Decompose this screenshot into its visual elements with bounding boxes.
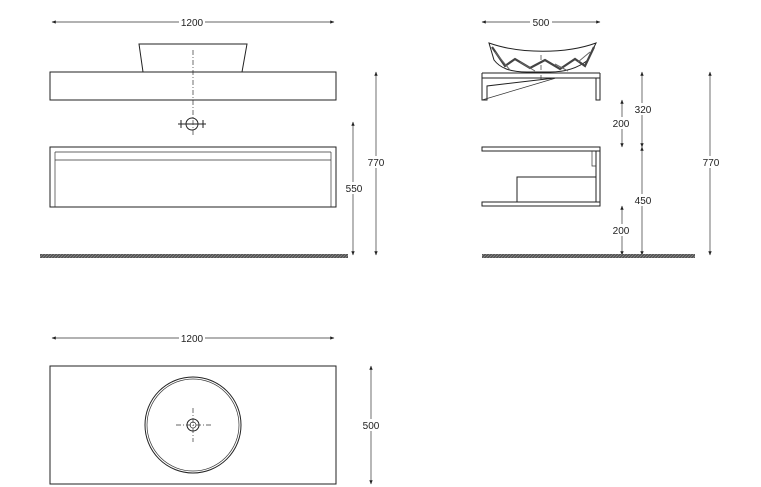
- top-countertop: [49, 365, 337, 485]
- side-basin-section: [488, 42, 597, 73]
- front-cabinet-height-label: 550: [346, 184, 363, 195]
- top-view: 1200 500: [49, 332, 382, 485]
- side-view: 500 320 200 450: [481, 16, 722, 258]
- side-waste-height-label: 200: [613, 119, 630, 130]
- front-view: 1200 550 770: [40, 16, 386, 258]
- side-wall-bracket: [481, 73, 556, 101]
- top-depth-label: 500: [363, 421, 380, 432]
- front-width-label: 1200: [181, 18, 204, 29]
- front-cabinet: [49, 146, 337, 208]
- waste-fitting-icon: [178, 117, 206, 131]
- side-total-height-label: 770: [703, 158, 720, 169]
- side-depth-label: 500: [533, 18, 550, 29]
- side-gap-label: 320: [635, 105, 652, 116]
- side-top-panel: [481, 146, 601, 152]
- side-drawer-box: [516, 176, 597, 203]
- top-basin-inner: [146, 378, 240, 472]
- top-basin-outer: [144, 376, 242, 474]
- top-width-label: 1200: [181, 334, 204, 345]
- side-floor-gap-label: 200: [613, 226, 630, 237]
- side-shelf-height-label: 450: [635, 196, 652, 207]
- side-bottom-panel: [481, 201, 601, 207]
- side-floor-hatch: [482, 254, 695, 258]
- front-floor-hatch: [40, 254, 348, 258]
- front-total-height-label: 770: [368, 158, 385, 169]
- front-countertop: [49, 71, 337, 101]
